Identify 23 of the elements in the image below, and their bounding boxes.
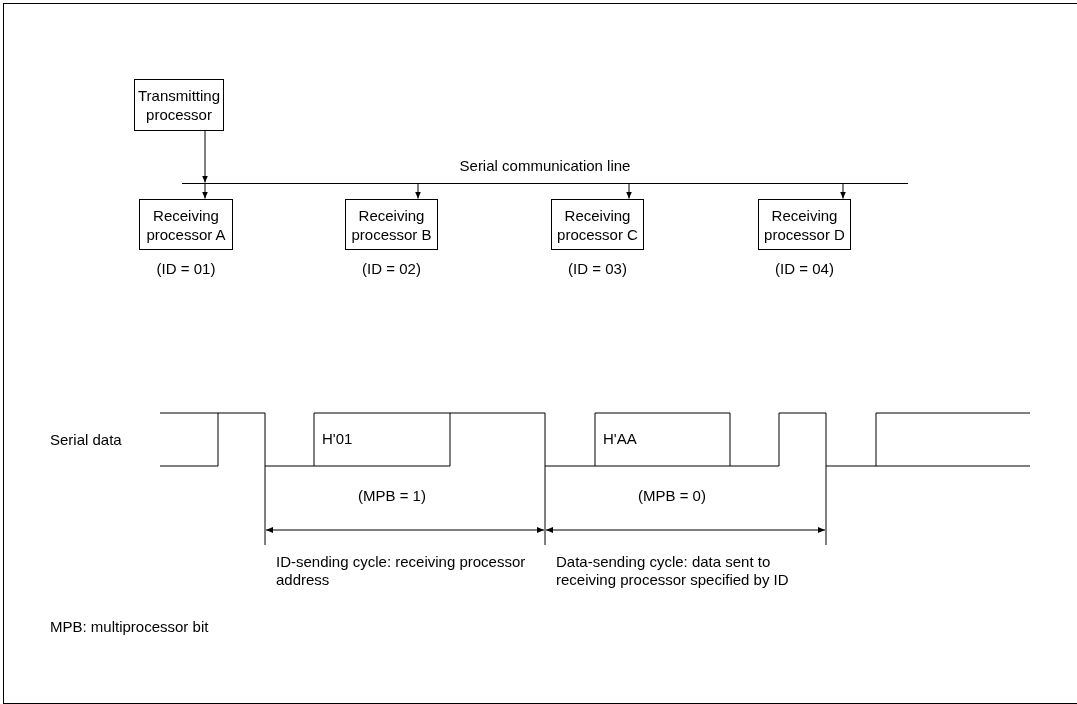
arrow (202, 130, 208, 183)
cycle-description: Data-sending cycle: data sent to receiving processor specified by ID (556, 553, 790, 589)
processor-box: Receiving processor D (758, 199, 851, 250)
note: MPB: multiprocessor bit (50, 618, 210, 636)
processor-box: Transmitting processor (134, 79, 224, 131)
processor-box: Receiving processor B (345, 199, 438, 250)
signal-value: H'AA (603, 430, 638, 448)
bit-label: (MPB = 1) (358, 487, 427, 505)
arrow (626, 183, 632, 199)
cycle-description: ID-sending cycle: receiving processor address (276, 553, 527, 589)
signal-name: Serial data (50, 431, 123, 449)
arrow (202, 183, 208, 199)
signal-value: H'01 (322, 430, 354, 448)
id-label: (ID = 04) (774, 260, 835, 278)
processor-box: Receiving processor A (139, 199, 233, 250)
processor-box: Receiving processor C (551, 199, 644, 250)
line-label: Serial communication line (458, 157, 632, 175)
bit-label: (MPB = 0) (638, 487, 707, 505)
arrow (840, 183, 846, 199)
id-label: (ID = 02) (361, 260, 422, 278)
arrow (415, 183, 421, 199)
id-label: (ID = 03) (567, 260, 628, 278)
id-label: (ID = 01) (155, 260, 217, 278)
